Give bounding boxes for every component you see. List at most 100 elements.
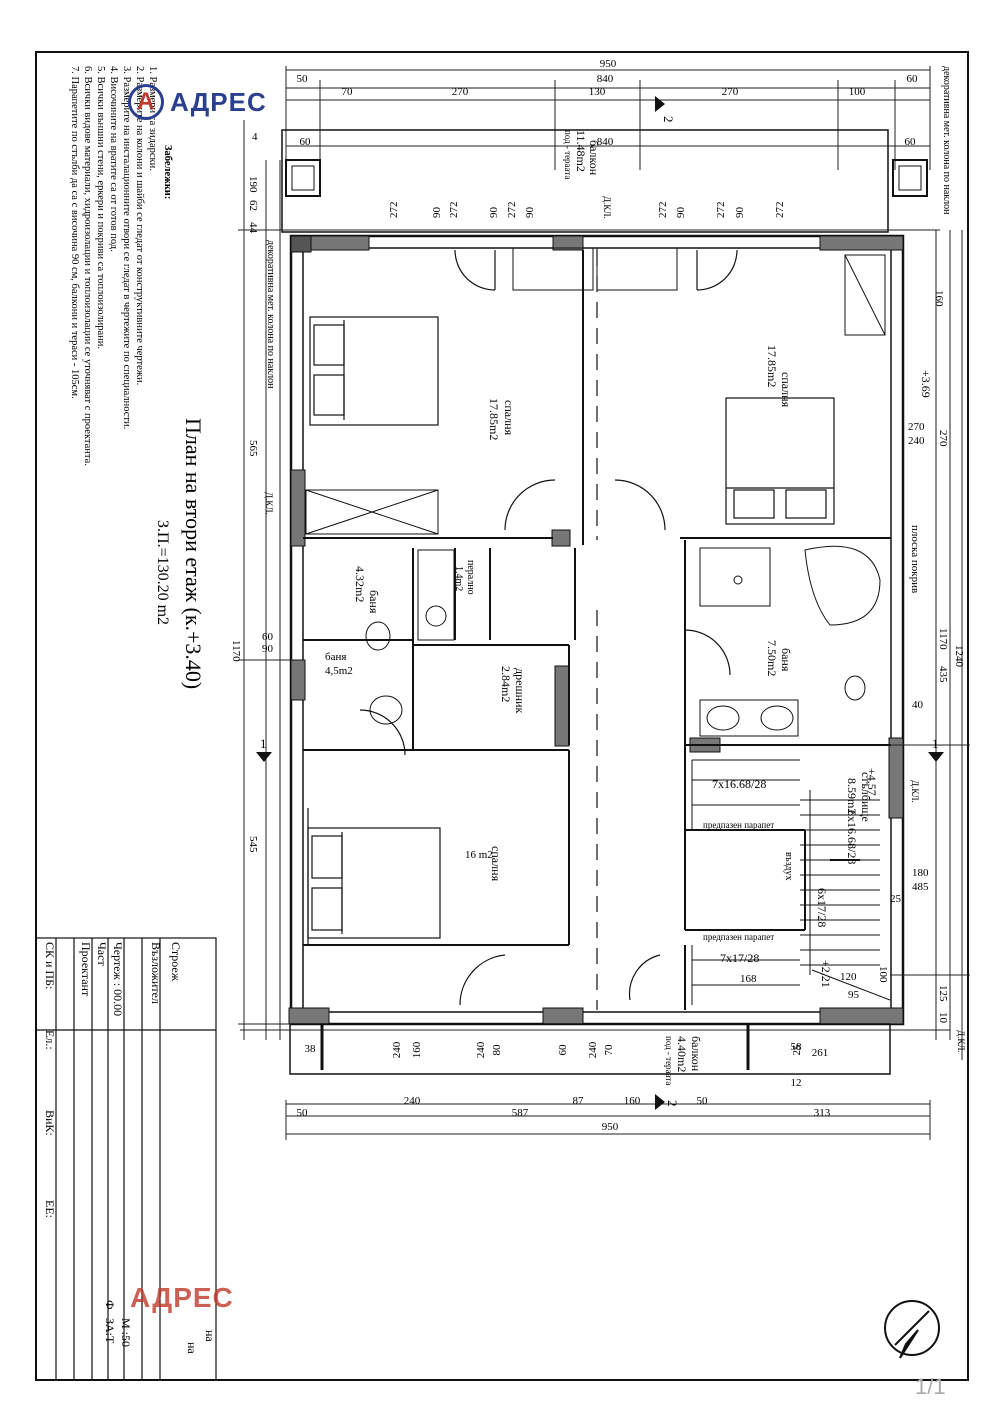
dim-right-25: 25 bbox=[890, 893, 902, 905]
dim-right-10: 10 bbox=[937, 1012, 949, 1024]
level-457: +4.57 bbox=[865, 768, 879, 796]
dim-left-90: 90 bbox=[262, 643, 274, 655]
plan-title: План на втори етаж (к.+3.40) bbox=[181, 418, 206, 689]
concrete-columns bbox=[288, 235, 904, 1025]
dim-b2-240b: 240 bbox=[475, 1041, 487, 1058]
dim-right-95: 95 bbox=[848, 989, 860, 1001]
parapet-label-top: предпазен парапет bbox=[703, 820, 774, 830]
section-1-right-label: 1 bbox=[932, 736, 939, 751]
room-balcony-bottom-name: балкон bbox=[689, 1036, 703, 1072]
room-bath-1-area: 4.32m2 bbox=[353, 566, 367, 602]
stairs-label-bottom: 7х17/28 bbox=[720, 951, 759, 965]
bathroom-fixtures bbox=[305, 247, 886, 737]
note-3: 3. Размерите на инсталационните отвори с… bbox=[121, 66, 132, 429]
title-block bbox=[35, 937, 217, 1381]
level-221: +2.21 bbox=[819, 960, 833, 988]
room-bath-3-name: баня bbox=[779, 648, 793, 672]
plan-area: З.П.=130.20 m2 bbox=[154, 520, 171, 625]
note-7: 7. Парапетите по стълби да са с височина… bbox=[69, 66, 80, 399]
dim-right-1240: 1240 bbox=[953, 645, 965, 668]
dim-right-125: 125 bbox=[937, 985, 949, 1002]
dim-bot-240: 240 bbox=[404, 1095, 421, 1107]
bottom-balcony bbox=[289, 1023, 891, 1075]
dim-win-5: 90 bbox=[524, 207, 536, 219]
handwritten-labels: баня 4,5m2 16 m2 bbox=[325, 651, 493, 861]
tb-frag-na1: на bbox=[203, 1330, 217, 1342]
left-dimension-texts: 190 62 44 565 1170 60 90 545 4 bbox=[230, 131, 274, 853]
dim-left-545: 545 bbox=[247, 836, 259, 853]
brand-logo-icon bbox=[128, 84, 164, 120]
parapet-label-bottom: предпазен парапет bbox=[703, 932, 774, 942]
room-bedroom-2-area: 17.85m2 bbox=[765, 345, 779, 387]
dim-right-435: 435 bbox=[937, 666, 949, 683]
dim-b2-38: 38 bbox=[305, 1043, 317, 1055]
dim-right-270v: 270 bbox=[937, 430, 949, 447]
dim-bot-160: 160 bbox=[624, 1095, 641, 1107]
dim-right-485: 485 bbox=[912, 881, 929, 893]
page-number: 1/1 bbox=[915, 1374, 946, 1399]
window-dimension-row: 272 90 272 90 272 90 272 90 272 90 272 bbox=[388, 202, 786, 219]
room-bath-3-area: 7.50m2 bbox=[765, 640, 779, 676]
room-laundry-name: перално bbox=[465, 560, 476, 595]
dim-bot-50a: 50 bbox=[297, 1107, 309, 1119]
downpipe-bottom: Д.КЛ. bbox=[956, 1030, 966, 1053]
dim-b2-60: 60 bbox=[557, 1044, 569, 1056]
section-2-top-label: 2 bbox=[661, 116, 676, 123]
dim-right-160: 160 bbox=[933, 290, 945, 307]
balcony-bottom-note: под - тераата bbox=[664, 1036, 674, 1085]
dim-bot-313: 313 bbox=[814, 1107, 831, 1119]
tb-electric: Ел.: bbox=[43, 1030, 57, 1050]
dim-b2-70: 70 bbox=[603, 1044, 615, 1056]
right-dimensions bbox=[890, 230, 970, 1060]
tb-frag-na2: на bbox=[185, 1342, 199, 1354]
dim-b2-12: 12 bbox=[791, 1077, 802, 1089]
room-bedroom-3-name: спалня bbox=[489, 846, 503, 882]
tb-designer: Проектант bbox=[79, 942, 93, 997]
dim-win-6: 272 bbox=[657, 202, 669, 219]
top-dimensions bbox=[245, 66, 940, 231]
section-2-bottom-label: 2 bbox=[665, 1100, 680, 1107]
dim-left-190: 190 bbox=[247, 176, 259, 193]
misc-labels: декоративна мет. колона по наклон декора… bbox=[264, 66, 966, 1053]
dim-top-270a: 270 bbox=[452, 86, 469, 98]
dim-right-270: 270 bbox=[908, 421, 925, 433]
watermark-logo: АДРЕС bbox=[128, 84, 267, 120]
dim-b2-58: 58 bbox=[791, 1041, 803, 1053]
dim-balc-60b: 60 bbox=[905, 136, 917, 148]
dim-top-total: 950 bbox=[600, 58, 617, 70]
brand-logo-text: АДРЕС bbox=[170, 86, 267, 117]
section-2-bottom-marker bbox=[655, 1094, 665, 1110]
decor-column-left: декоративна мет. колона по наклон bbox=[265, 240, 276, 389]
dim-top-70: 70 bbox=[342, 86, 354, 98]
notes-heading: Забележки: bbox=[162, 145, 173, 199]
title-block-labels: Строеж Възложител Чертеж : 00.00 Част Пр… bbox=[43, 942, 217, 1354]
stairs-label-side: 6х16.68/28 bbox=[845, 810, 859, 864]
staircase bbox=[691, 759, 891, 1005]
room-closet-name: дрешник bbox=[513, 668, 527, 714]
tb-fire: СК и ПБ: bbox=[43, 942, 57, 989]
dim-b2-240c: 240 bbox=[587, 1041, 599, 1058]
tb-drawing: Чертеж : 00.00 bbox=[111, 942, 125, 1016]
bed-2 bbox=[725, 397, 835, 525]
tb-frag-za: ЗА:Т bbox=[103, 1318, 117, 1344]
dim-right-240: 240 bbox=[908, 435, 925, 447]
dim-right-168: 168 bbox=[740, 973, 757, 985]
dim-bot-total: 950 bbox=[602, 1121, 619, 1133]
tb-client: Възложител bbox=[149, 942, 163, 1004]
interior-walls bbox=[303, 250, 891, 1010]
dim-top-60: 60 bbox=[907, 73, 919, 85]
room-bath-2-area: 4,5m2 bbox=[325, 665, 353, 677]
dim-win-9: 90 bbox=[734, 207, 746, 219]
dim-win-1: 90 bbox=[431, 207, 443, 219]
dim-win-8: 272 bbox=[715, 202, 727, 219]
bottom-dimension-texts: 50 240 587 87 160 50 313 950 38 240 160 … bbox=[297, 1041, 831, 1133]
tb-scale: М :50 bbox=[119, 1318, 133, 1347]
room-stairs-area: 8.59m2 bbox=[845, 778, 859, 814]
tb-part: Част bbox=[95, 942, 109, 966]
room-balcony-top-area: 11.48m2 bbox=[574, 130, 588, 172]
dim-right-100: 100 bbox=[877, 966, 889, 983]
level-369: +3.69 bbox=[919, 370, 933, 398]
bed-1 bbox=[309, 316, 439, 426]
dim-b2-261: 261 bbox=[812, 1047, 829, 1059]
